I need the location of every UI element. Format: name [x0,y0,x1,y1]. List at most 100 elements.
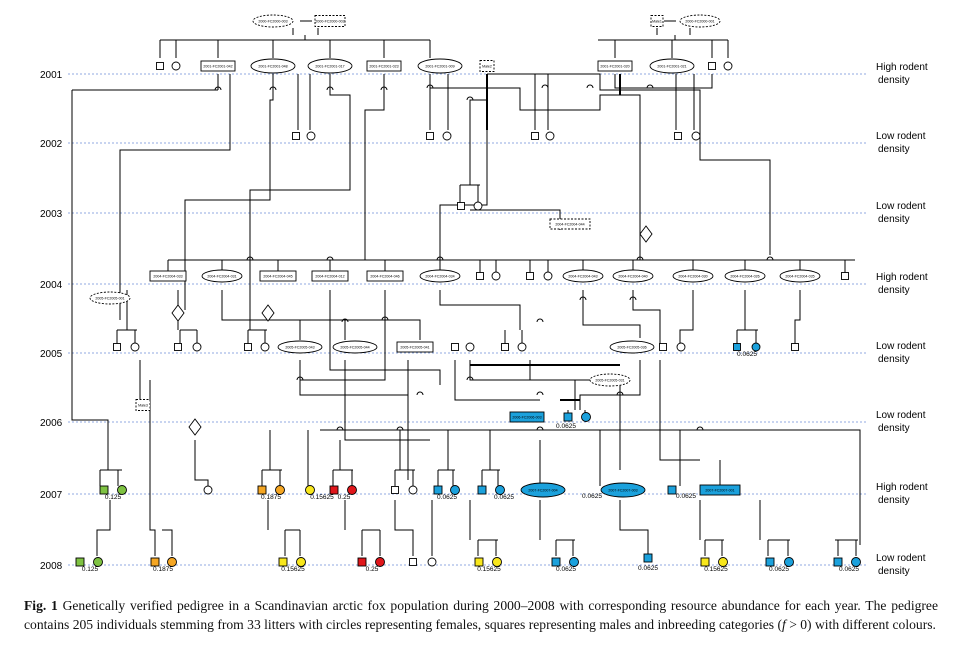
pedigree-edge [336,426,344,431]
female-node [581,412,591,422]
node-id-label: 2005-FC2005-036 [617,345,646,349]
pedigree-edge [470,209,561,230]
density-label: Low rodent [876,341,926,352]
female-id-node [201,269,243,283]
pedigree-edges [71,20,861,556]
node-id-label: 2001-FC2001-021 [657,64,686,68]
pedigree-edge [396,426,404,431]
pedigree-edge [536,426,544,431]
inbreeding-coefficient: 0.0625 [769,566,789,573]
male-node [451,343,459,351]
female-id-node [332,340,378,354]
node-id-label: 2004-FC2004-030 [678,274,707,278]
pedigree-edge [341,318,349,323]
female-node [167,557,177,567]
female-node [851,557,861,567]
female-id-node [252,14,294,28]
male-node [833,557,843,567]
pedigree-edge [646,84,654,89]
node-id-label: 2004-FC2004-026 [730,274,759,278]
node-id-label: 2004-FC2004-045 [263,274,292,278]
male-node [244,343,252,351]
male-node [357,557,367,567]
pedigree-edge [381,316,389,321]
pedigree-edge [541,84,549,89]
male-node [433,485,443,495]
node-id-label: 2007-FC2007-004 [528,488,557,492]
pedigree-edge [766,256,774,261]
inbreeding-coefficient: 0.0625 [556,566,576,573]
node-id-label: 2004-FC2004-033 [153,274,182,278]
figure-caption: Fig. 1 Genetically verified pedigree in … [24,596,938,634]
pedigree-edge [429,74,641,260]
female-node [492,557,502,567]
female-node [784,557,794,567]
female-node [260,342,270,352]
female-node [203,485,213,495]
male-node [474,557,484,567]
year-label: 2002 [40,139,63,150]
caption-f-symbol: f [782,617,786,632]
female-node [676,342,686,352]
female-id-node [417,58,463,74]
male-id-node [650,15,664,27]
density-label: density [878,285,910,296]
node-id-label: 2000-FC2000-003 [258,19,287,23]
female-node [305,485,315,495]
pedigree-edge [320,429,861,545]
node-id-label: 2005-FC2005-041 [400,345,429,349]
female-node [491,271,501,281]
female-node [517,342,527,352]
male-node [563,412,573,422]
pedigree-edge [579,296,587,301]
female-id-node [589,373,631,387]
node-id-label: Male2 [482,64,492,68]
male-node [659,343,667,351]
male-node [791,343,799,351]
year-label: 2008 [40,561,63,572]
female-id-node [419,269,461,283]
male-node [708,62,716,70]
pedigree-edge [529,360,576,410]
male-id-node [597,60,633,72]
female-id-node [250,58,296,74]
female-id-node [779,269,821,283]
male-node [391,486,399,494]
pedigree-edge [454,360,540,401]
node-id-label: 2001-FC2001-023 [369,64,398,68]
female-node [543,271,553,281]
inbreeding-coefficient: 0.0625 [839,566,859,573]
inbreeding-coefficient: 0.25 [366,566,379,573]
pedigree-edge [380,86,388,91]
node-id-label: 2004-FC2004-031 [207,274,236,278]
female-id-node [562,269,604,283]
male-id-node [149,270,187,282]
male-node [329,485,339,495]
pedigree-edge [300,290,386,381]
pedigree-edge [326,86,334,91]
female-node [192,342,202,352]
male-node [150,557,160,567]
male-id-node [135,399,151,411]
male-node [765,557,775,567]
node-id-label: 2006-FC2006-003 [512,415,541,419]
pedigree-edge [536,391,544,396]
male-node [457,202,465,210]
female-id-node [679,14,721,28]
male-node [526,272,534,280]
male-node [531,132,539,140]
pedigree-edge [466,96,474,101]
year-gridlines [68,73,868,566]
inbreeding-coefficient: 0.15625 [477,566,501,573]
male-node [667,485,677,495]
density-label: Low rodent [876,410,926,421]
inbreeding-coefficient: 0.125 [105,494,122,501]
density-label: High rodent [876,272,928,283]
pedigree-edge [436,256,444,261]
pedigree-edge [71,90,109,470]
male-id-node [311,270,349,282]
male-id-node [366,270,404,282]
inbreeding-coefficient: 0.15625 [310,494,334,501]
